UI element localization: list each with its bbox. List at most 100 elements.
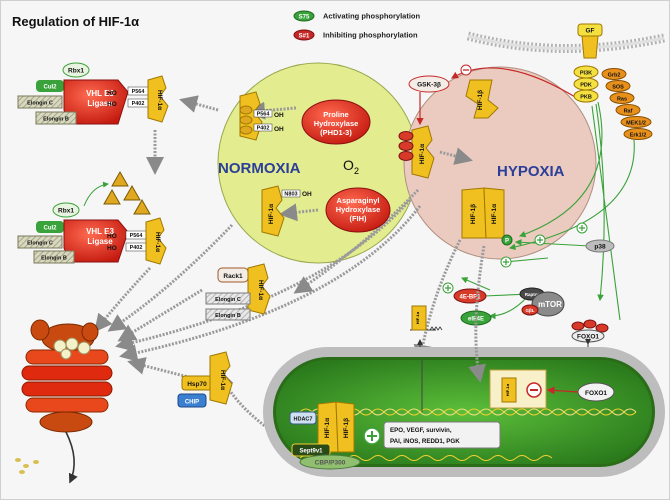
erk <box>623 128 653 140</box>
ho-top-2: HO <box>107 101 117 108</box>
fih-enzyme <box>325 187 391 233</box>
gf-ligand <box>577 23 603 37</box>
phos-s2 <box>239 115 253 125</box>
vhl-mid-line1: VHL E3 <box>86 227 114 236</box>
pi3k-label: PI3K <box>580 71 592 77</box>
plus-sign-3-cross <box>503 259 509 265</box>
oxygen-subscript: 2 <box>354 166 359 176</box>
mtor-label: mTOR <box>538 300 562 309</box>
ubiquitin-3 <box>133 198 151 215</box>
mtor <box>531 291 565 317</box>
4ebp1-label: 4E-BP1 <box>459 295 481 301</box>
legend-activating-label: Activating phosphorylation <box>323 12 421 21</box>
vhl-complex-ubiquitinated: Rbx1 Cul2 VHL E3 Ligase Elongin C Elongi… <box>17 170 167 265</box>
rack1-label: Rack1 <box>223 273 243 280</box>
lst8 <box>521 304 539 316</box>
legend-inhibiting-label: Inhibiting phosphorylation <box>323 31 418 40</box>
pkb-to-foxo <box>591 105 621 321</box>
hypoxia-label: HYPOXIA <box>497 163 565 180</box>
ho-mid-2: HO <box>107 245 117 252</box>
phos-center-1 <box>398 131 414 141</box>
ubiquitin-ball-3 <box>77 341 91 355</box>
legend-activating-badge <box>293 10 315 22</box>
phos-center-3 <box>398 151 414 161</box>
hif1b-free-label: HIF-1β <box>477 90 484 110</box>
hif1a-mrna-cytoplasm: HIF-1α <box>410 305 443 370</box>
phos-t1 <box>239 125 253 135</box>
hif1a-nuclear-label: HIF-1α <box>324 418 331 438</box>
cul2-top-label: Cul2 <box>43 85 57 91</box>
proteasome-cap-lobe-1 <box>30 319 50 341</box>
hif1b-nuclear <box>335 401 355 453</box>
gsk3b-label: GSK-3β <box>417 82 441 89</box>
hif1a-mid-left <box>145 217 167 265</box>
hif1a-transcript <box>501 377 517 403</box>
hdac7 <box>289 411 317 425</box>
p402-n <box>253 123 273 132</box>
oh-n-2: OH <box>274 126 284 133</box>
vhl-e3-ligase-mid <box>63 219 129 263</box>
cbp-p300 <box>299 454 361 470</box>
pdk-label: PDK <box>580 83 592 89</box>
poly-a-tail <box>429 326 443 331</box>
vhl-top-line1: VHL E3 <box>86 89 114 98</box>
oh-n-1: OH <box>274 112 284 119</box>
legend: S75 Activating phosphorylation S#1 Inhib… <box>293 10 421 41</box>
proteasome-ring-2 <box>21 365 113 381</box>
target-genes-box <box>383 421 501 449</box>
phd-line3: (PHD1-3) <box>320 128 352 137</box>
phd-line2: Hydroxylase <box>314 119 359 128</box>
foxo-p2 <box>583 319 597 329</box>
cell-membrane <box>466 31 665 54</box>
foxo1-repression-arrow <box>546 386 579 395</box>
pkb-to-hif <box>518 101 603 238</box>
arrow-to-rack1 <box>293 188 420 294</box>
rack1-complex: Rack1 HIF-1α Elongin C Elongin B <box>205 263 271 321</box>
legend-inhibiting-badge <box>293 29 315 41</box>
elongin-b-top <box>35 111 77 125</box>
elongin-c-mid <box>17 235 63 249</box>
eif4e <box>460 310 492 326</box>
lst8-label: GβL <box>526 308 535 313</box>
hif1a-top-left <box>147 75 169 123</box>
hypoxia-region <box>403 66 597 260</box>
nucleus: HDAC7 HIF-1α HIF-1β Sept9v1 CBP/P300 EPO… <box>263 347 665 477</box>
hif1a-rack1 <box>247 263 271 315</box>
raptor-label: Raptor <box>525 292 540 297</box>
ras <box>609 92 635 104</box>
phd-line1: Proline <box>323 110 348 119</box>
rbx1-top <box>62 62 90 78</box>
p564-n <box>253 109 273 118</box>
diagram-title: Regulation of HIF-1α <box>12 14 139 29</box>
fih-line3: (FIH) <box>349 214 367 223</box>
hif1a-fih-target <box>261 185 285 237</box>
ubiquitin-ball-4 <box>60 348 72 360</box>
peptide-2 <box>23 464 29 468</box>
p564-mid-label: P564 <box>130 233 144 239</box>
mek <box>620 116 652 128</box>
vhl-mid-line2: Ligase <box>87 237 113 246</box>
gf-receptor <box>581 35 599 59</box>
hif1a-mid-left-label: HIF-1α <box>154 232 161 252</box>
hsp70-label: Hsp70 <box>187 381 207 388</box>
peptide-1 <box>15 458 21 462</box>
legend-inhibiting-badge-text: S#1 <box>299 34 310 40</box>
plus-sign-4-cross <box>445 285 451 291</box>
elongin-b-rack-label: Elongin B <box>215 313 241 319</box>
peptide-3 <box>33 460 39 464</box>
raf <box>615 104 641 116</box>
gsk3b <box>408 75 450 93</box>
oxygen-label: O <box>343 157 354 173</box>
phd-enzyme <box>301 99 371 145</box>
hif1a-transcript-label: HIF-1α <box>505 383 510 396</box>
arrow-hif-import <box>468 245 486 383</box>
arrow-normoxia-to-proteasome-1 <box>115 198 412 352</box>
oh-n803: OH <box>302 191 312 198</box>
hif1a-mrna-block <box>411 305 427 331</box>
chip <box>177 393 207 408</box>
sept9v1-label: Sept9v1 <box>299 449 323 455</box>
vhl-top-line2: Ligase <box>87 99 113 108</box>
arrow-ub-to-proteasome <box>94 266 152 333</box>
